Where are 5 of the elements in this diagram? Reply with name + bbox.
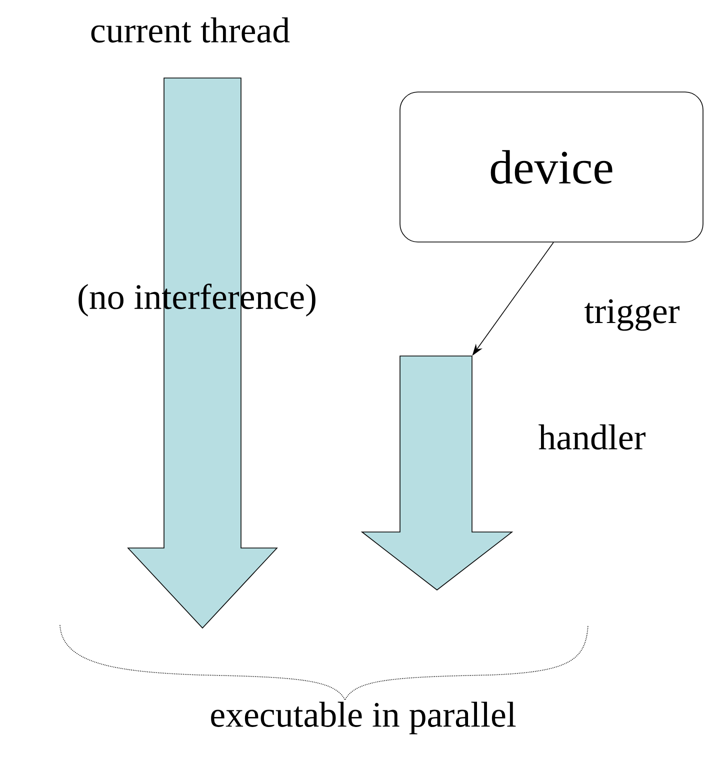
edge-label: trigger bbox=[584, 299, 680, 331]
arrow-title: current thread bbox=[91, 17, 290, 43]
arrow-caption: handler bbox=[538, 424, 646, 450]
note-text: executable in parallel bbox=[211, 702, 516, 734]
device-box: device bbox=[400, 92, 704, 242]
